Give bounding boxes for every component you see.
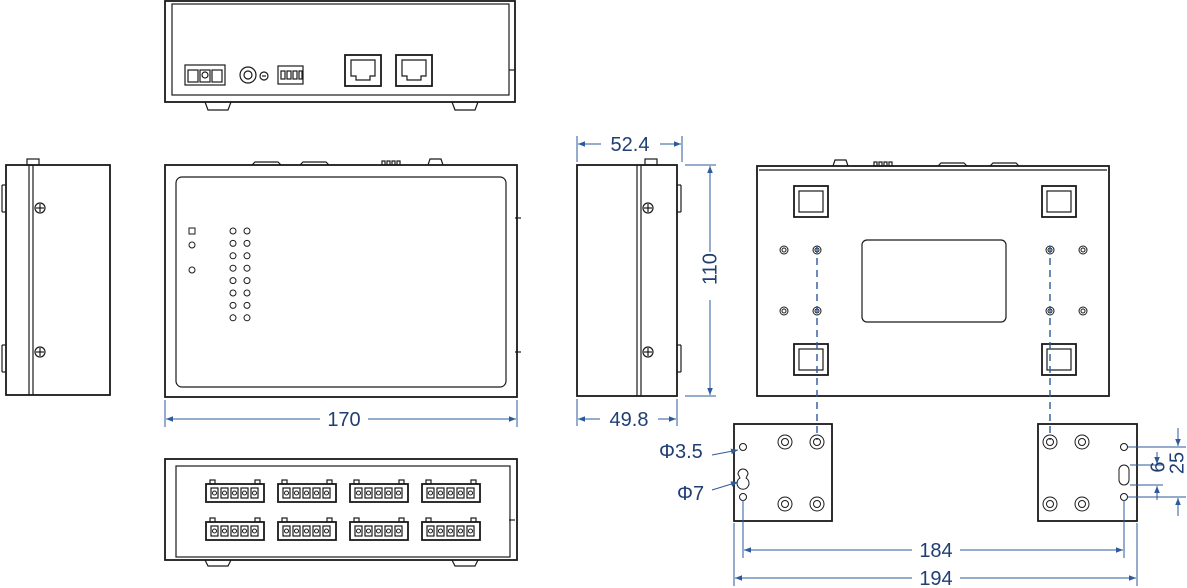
dim-label-side-height: 110 xyxy=(699,253,721,285)
terminal-block xyxy=(205,479,265,503)
mounting-bracket-right xyxy=(1037,423,1138,522)
dim-label-side-top: 52.4 xyxy=(611,134,650,156)
dimension-front-width: 170 xyxy=(164,400,518,431)
left-side-view xyxy=(1,158,111,396)
screw-icon xyxy=(642,202,654,214)
top-view xyxy=(164,0,516,111)
dimension-side-top: 52.4 xyxy=(576,134,683,162)
bottom-view xyxy=(164,458,518,567)
dim-label-side-bottom: 49.8 xyxy=(610,409,649,431)
rear-view xyxy=(756,159,1110,440)
dim-label-hole-large: Φ7 xyxy=(677,483,704,505)
dimension-hole-pitch: 184 xyxy=(742,500,1125,562)
terminal-block xyxy=(349,479,409,503)
screw-icon xyxy=(34,346,46,358)
terminal-block xyxy=(349,517,409,541)
terminal-block xyxy=(277,517,337,541)
led-indicator-matrix xyxy=(229,227,251,322)
led-indicator-icon xyxy=(243,227,251,235)
led-indicator-icon xyxy=(229,289,237,297)
dim-label-hole-pitch: 184 xyxy=(919,540,952,562)
terminal-block xyxy=(205,517,265,541)
terminal-block xyxy=(421,517,481,541)
dimension-hole-large: Φ7 xyxy=(677,481,739,505)
dim-label-vertical-spacing: 25 xyxy=(1166,452,1187,474)
rubber-foot xyxy=(1041,185,1077,218)
dip-switch xyxy=(277,65,304,85)
dim-label-bracket-width: 194 xyxy=(919,568,952,588)
led-indicator-icon xyxy=(229,314,237,322)
dimension-vertical-spacing: 6 25 xyxy=(1128,428,1187,516)
led-indicator-icon xyxy=(243,277,251,285)
status-led-icons xyxy=(188,227,196,274)
led-indicator-icon xyxy=(243,252,251,260)
rj45-port-1 xyxy=(344,54,382,87)
screw-icon xyxy=(34,202,46,214)
dim-label-hole-small: Φ3.5 xyxy=(659,441,703,463)
dim-label-front-width: 170 xyxy=(327,409,360,431)
mounting-bracket-left xyxy=(733,423,833,522)
dial-switch xyxy=(239,66,269,84)
rubber-foot xyxy=(793,343,829,376)
led-indicator-icon xyxy=(229,227,237,235)
led-indicator-icon xyxy=(229,264,237,272)
power-terminal xyxy=(184,64,226,86)
led-indicator-icon xyxy=(243,289,251,297)
rj45-port-2 xyxy=(395,54,433,87)
led-indicator-icon xyxy=(229,239,237,247)
dimension-side-height: 110 xyxy=(685,164,721,397)
terminal-blocks xyxy=(205,479,481,541)
led-indicator-icon xyxy=(229,252,237,260)
dip-switch-top xyxy=(381,160,401,166)
led-indicator-icon xyxy=(243,264,251,272)
dim-label-slot-length: 6 xyxy=(1147,461,1169,472)
led-indicator-icon xyxy=(243,301,251,309)
led-indicator-icon xyxy=(243,314,251,322)
right-side-view xyxy=(576,158,682,397)
screw-icon xyxy=(642,346,654,358)
mounting-holes xyxy=(779,245,1088,316)
led-indicator-icon xyxy=(229,277,237,285)
dimension-bracket-width: 194 xyxy=(733,523,1138,588)
terminal-block xyxy=(421,479,481,503)
rubber-foot xyxy=(1041,343,1077,376)
dimension-hole-small: Φ3.5 xyxy=(659,441,739,463)
terminal-block xyxy=(277,479,337,503)
led-indicator-icon xyxy=(243,239,251,247)
rubber-foot xyxy=(793,185,829,218)
front-view xyxy=(164,158,521,398)
led-indicator-icon xyxy=(229,301,237,309)
dimension-side-bottom: 49.8 xyxy=(576,399,678,431)
